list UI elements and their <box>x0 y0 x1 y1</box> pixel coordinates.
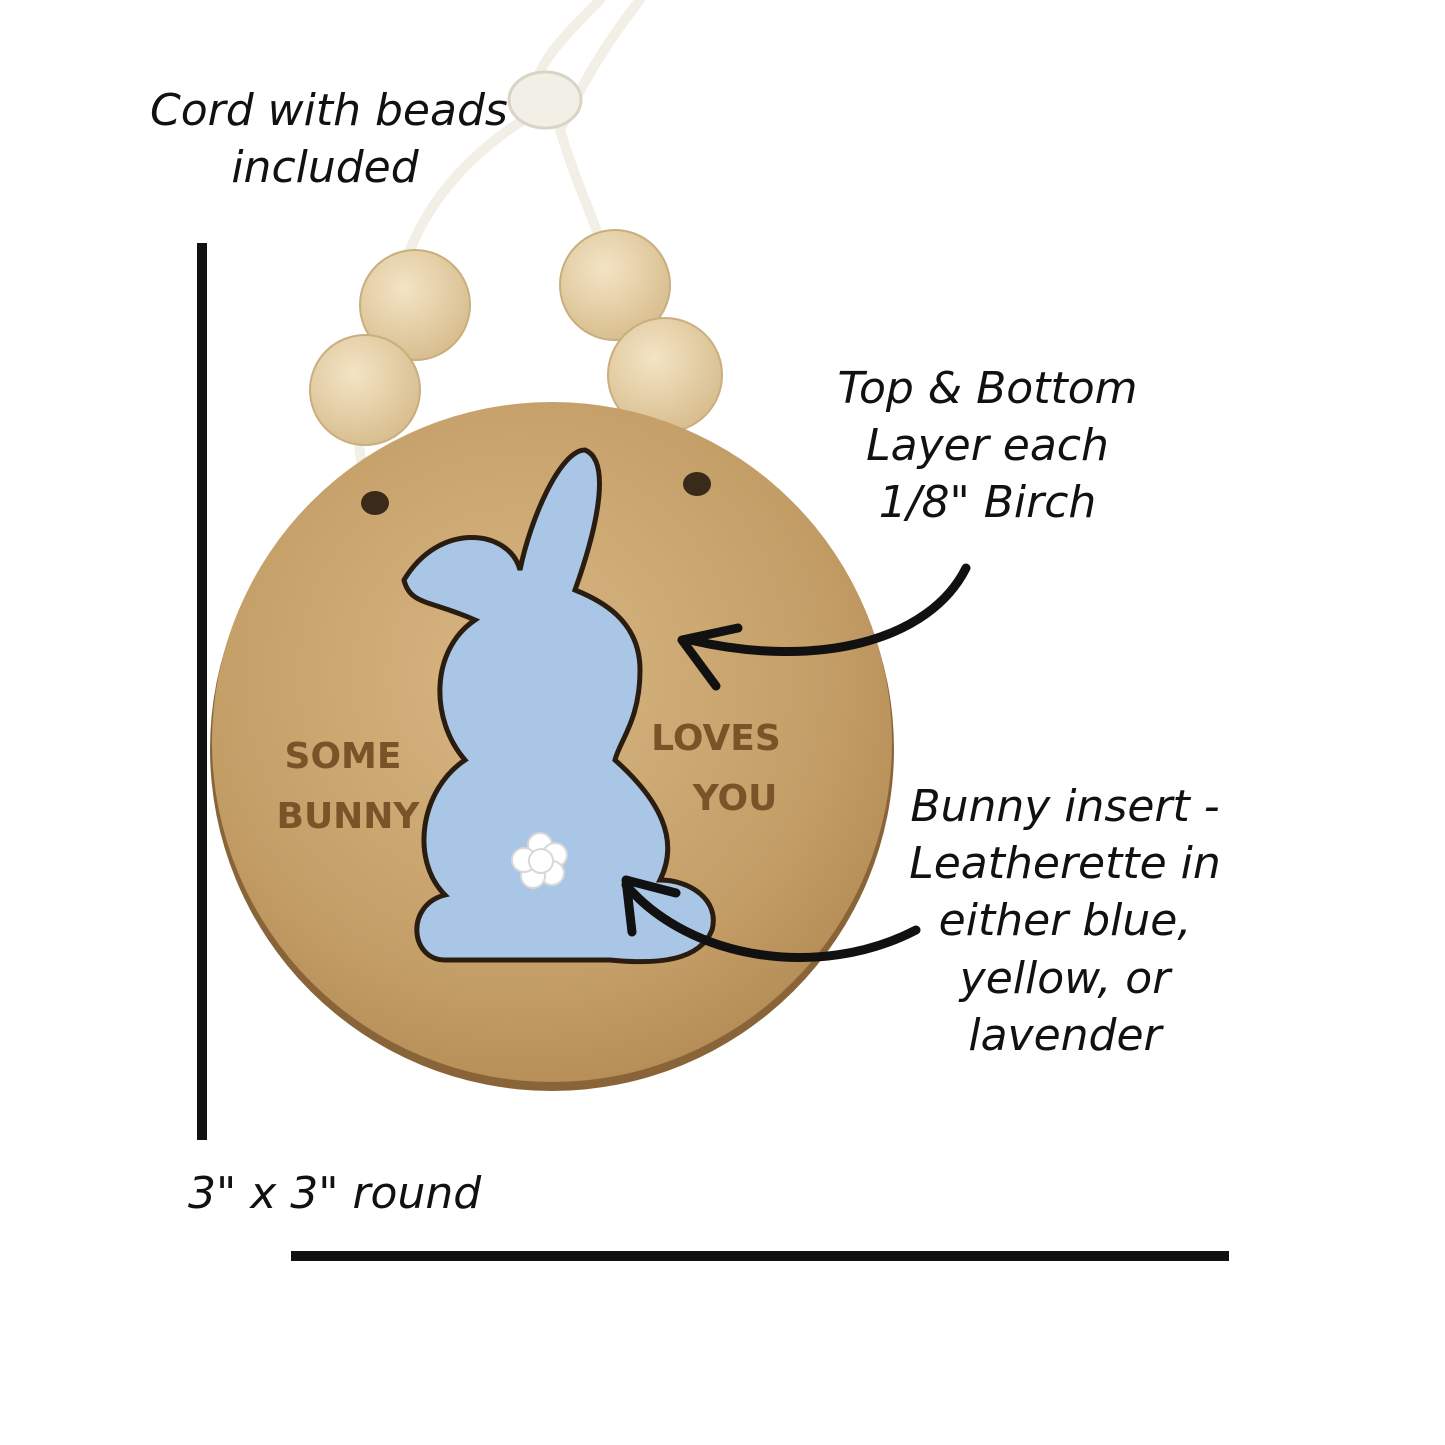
cord-knot <box>507 70 583 130</box>
hanging-hole-right <box>683 472 711 496</box>
height-measure-line <box>197 243 207 1140</box>
caption-insert: Bunny insert - Leatherette in either blu… <box>895 778 1235 1064</box>
caption-cord-line2: included <box>231 142 419 194</box>
caption-layers-line1: Top & Bottom <box>837 363 1138 414</box>
bead <box>309 334 421 446</box>
arrow-to-layers <box>677 563 971 691</box>
bunny-tail <box>511 832 568 889</box>
caption-cord: Cord with beads included <box>150 82 508 196</box>
engraving-left-line1: SOME <box>285 736 402 777</box>
engraving-right-line2: YOU <box>692 778 778 819</box>
bunny-insert <box>401 447 716 965</box>
caption-layers: Top & Bottom Layer each 1/8" Birch <box>815 360 1160 532</box>
engraving-left-line2: BUNNY <box>277 796 421 837</box>
caption-insert-line2: Leatherette in <box>909 838 1221 890</box>
arrow-to-insert <box>621 875 921 963</box>
width-measure-line <box>291 1251 1229 1261</box>
caption-insert-line1: Bunny insert - <box>910 781 1220 832</box>
caption-insert-line4: yellow, or <box>959 952 1171 1004</box>
bead <box>559 229 671 341</box>
caption-insert-line5: lavender <box>968 1009 1162 1061</box>
caption-insert-line3: either blue, <box>938 895 1192 947</box>
caption-size: 3" x 3" round <box>188 1165 481 1222</box>
caption-layers-line2: Layer each <box>866 420 1109 472</box>
caption-layers-line3: 1/8" Birch <box>878 477 1097 529</box>
hanging-hole-left <box>361 491 389 515</box>
bead <box>359 249 471 361</box>
beads <box>309 229 723 446</box>
engraving-right-line1: LOVES <box>651 718 781 759</box>
caption-cord-line1: Cord with beads <box>150 85 508 136</box>
caption-size-text: 3" x 3" round <box>188 1168 482 1219</box>
